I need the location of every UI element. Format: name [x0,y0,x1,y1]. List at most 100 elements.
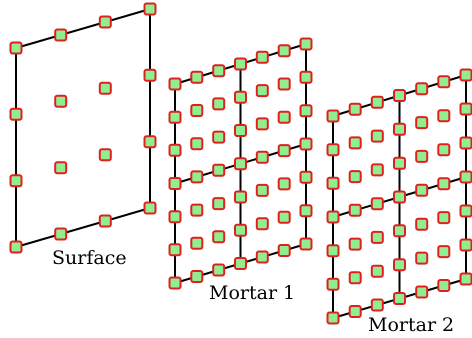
mortar1-node [190,137,204,151]
mortar2-node [348,271,362,285]
mortar-2-label: Mortar 2 [368,314,454,336]
mortar1-node [168,77,182,91]
mortar2-node [437,245,451,259]
mortar2-node [326,109,340,123]
surface-node [9,174,23,188]
mortar1-node [168,177,182,190]
mortar1-node [234,57,247,71]
mortar1-node [299,237,313,251]
mortar1-node [168,276,182,290]
mortar2-node [348,170,362,184]
mortar1-node [299,170,313,184]
surface-node [54,227,68,241]
mortar2-node [370,264,384,278]
mortar1-node [255,217,269,231]
mortar1-node [190,104,204,117]
surface-node [98,148,112,162]
mortar2-node [415,149,429,163]
mortar2-node [459,102,472,116]
surface-panel [9,2,157,254]
mortar2-node [415,183,429,197]
mortar2-node [437,75,451,89]
surface-node [54,94,68,108]
mortar1-node [255,117,269,131]
mortar2-node [459,204,472,218]
mortar1-node [277,177,291,191]
mortar1-node [168,110,182,124]
mortar1-node [299,104,313,118]
mortar1-node [190,203,204,217]
mortar1-node [234,157,247,171]
mortar2-node [326,176,340,190]
surface-label: Surface [52,247,127,269]
mortar1-node [234,223,247,237]
mortar2-node [326,311,340,325]
mortar2-node [348,305,362,318]
mortar2-node [437,143,451,157]
mortar1-node [212,263,226,277]
surface-node [143,2,157,16]
surface-node [98,81,112,95]
mortar2-node [393,122,406,136]
mortar2-node [370,129,384,143]
mortar1-node [212,197,226,211]
mortar1-node [168,210,182,224]
mortar2-node [393,292,406,305]
mortar1-node [212,163,226,177]
surface-node [54,28,68,42]
mortar2-node [370,95,384,109]
mortar2-node [348,136,362,150]
surface-horizontal-edge [15,207,151,248]
mortar2-node [348,102,362,116]
mortar2-node [437,211,451,225]
mortar2-node [459,68,472,82]
mortar1-node [277,210,291,224]
surface-node [9,240,23,254]
mortar1-node [190,270,204,283]
surface-node [9,41,23,55]
mortar1-node [212,230,226,244]
mortar1-node [255,150,269,164]
mortar2-node [393,258,406,272]
mortar1-node [190,70,204,84]
mortar2-node [415,116,429,130]
mortar1-node [255,250,269,264]
mortar2-node [415,217,429,231]
mortar1-node [299,37,313,51]
mortar2-node [326,210,340,224]
mortar2-node [326,277,340,291]
mortar2-node [370,298,384,312]
mortar1-node [255,183,269,197]
mortar1-node [277,244,291,257]
mortar1-node [168,143,182,157]
surface-node [98,214,112,228]
mortar1-node [299,137,313,151]
surface-horizontal-edge [15,8,151,49]
mortar1-node [234,190,247,204]
mortar2-node [459,136,472,150]
mortar1-node [234,257,247,270]
mortar1-node [212,97,226,111]
mortar1-node [212,130,226,144]
mortar2-node [459,170,472,184]
mortar2-node [437,279,451,292]
mortar1-node [277,110,291,124]
mortar1-node [299,70,313,84]
mortar1-node [299,204,313,218]
mortar2-node [370,230,384,244]
mortar1-node [255,84,269,98]
mortar2-node [415,285,429,299]
mortar-2-panel [326,68,472,325]
surface-node [143,135,157,149]
mortar2-node [326,143,340,157]
mortar1-node [255,50,269,64]
surface-node [9,107,23,121]
mortar2-node [415,82,429,96]
surface-node [143,68,157,82]
mortar1-node [212,64,226,78]
mortar2-node [370,197,384,211]
mortar2-node [393,224,406,238]
mortar2-node [393,156,406,170]
mortar1-node [190,170,204,184]
